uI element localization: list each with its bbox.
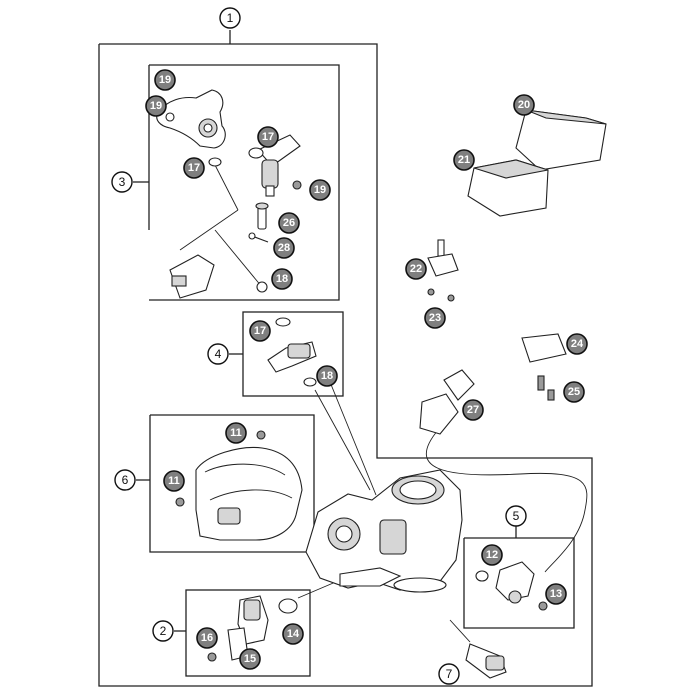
callout-19c: 19 — [309, 179, 331, 201]
callout-17c: 17 — [249, 320, 271, 342]
callout-1-label: 1 — [227, 11, 234, 25]
callout-27: 27 — [462, 399, 484, 421]
throttle-cover — [175, 430, 303, 541]
callout-5: 5 — [505, 505, 527, 527]
ecu-unit — [515, 109, 607, 171]
callout-4-label: 4 — [215, 347, 222, 361]
temperature-sensor — [419, 369, 475, 435]
intake-air-sensor — [465, 643, 507, 679]
assembly-frame — [98, 30, 593, 687]
pressure-sensor — [427, 239, 459, 302]
fuel-injector-lower — [169, 254, 268, 299]
callout-19a-label: 19 — [159, 74, 171, 86]
group-5-box — [463, 526, 575, 629]
bolt-26 — [255, 202, 269, 230]
callout-11a-label: 11 — [230, 427, 242, 439]
callout-19b-label: 19 — [150, 100, 162, 112]
callout-14: 14 — [282, 623, 304, 645]
callout-16-label: 16 — [201, 632, 213, 644]
group-4-box — [229, 311, 344, 397]
callout-7-label: 7 — [446, 667, 453, 681]
callout-17a-label: 17 — [262, 131, 274, 143]
callout-25: 25 — [563, 381, 585, 403]
callout-11b: 11 — [163, 470, 185, 492]
callout-7: 7 — [438, 663, 460, 685]
pin-28 — [248, 232, 269, 243]
group-3-box — [133, 64, 340, 301]
callout-26: 26 — [278, 212, 300, 234]
callout-26-label: 26 — [283, 217, 295, 229]
throttle-position-sensor — [475, 561, 548, 611]
callout-18b-label: 18 — [321, 370, 333, 382]
callout-23-label: 23 — [429, 312, 441, 324]
callout-16: 16 — [196, 627, 218, 649]
callout-28-label: 28 — [278, 242, 290, 254]
callout-21: 21 — [453, 149, 475, 171]
callout-20: 20 — [513, 94, 535, 116]
fuel-injector-upper — [257, 134, 301, 197]
callout-15-label: 15 — [244, 653, 256, 665]
callout-22-label: 22 — [410, 263, 422, 275]
callout-17c-label: 17 — [254, 325, 266, 337]
callout-6: 6 — [114, 469, 136, 491]
callout-17b-label: 17 — [188, 162, 200, 174]
sensor-cable — [425, 429, 588, 573]
callout-15: 15 — [239, 648, 261, 670]
callout-19a: 19 — [154, 69, 176, 91]
tilt-sensor — [521, 333, 567, 401]
callout-2: 2 — [152, 620, 174, 642]
o-ring-upper — [208, 147, 264, 167]
callout-18a-label: 18 — [276, 273, 288, 285]
callout-11b-label: 11 — [168, 475, 180, 487]
callout-19c-label: 19 — [314, 184, 326, 196]
callout-14-label: 14 — [287, 628, 300, 640]
callout-17a: 17 — [257, 126, 279, 148]
callout-1: 1 — [219, 7, 241, 29]
callout-3-label: 3 — [119, 175, 126, 189]
callout-28: 28 — [273, 237, 295, 259]
throttle-body — [305, 469, 463, 593]
group-2-box — [174, 589, 311, 677]
callout-6-label: 6 — [122, 473, 129, 487]
throttle-lever — [156, 89, 226, 149]
callout-24: 24 — [566, 333, 588, 355]
callout-17b: 17 — [183, 157, 205, 179]
fuel-injector-4 — [267, 317, 317, 387]
ecu-connector — [467, 159, 549, 217]
callout-5-label: 5 — [513, 509, 520, 523]
callout-13: 13 — [545, 583, 567, 605]
callout-3: 3 — [111, 171, 133, 193]
callout-4: 4 — [207, 343, 229, 365]
callout-27-label: 27 — [467, 404, 479, 416]
callout-22: 22 — [405, 258, 427, 280]
callout-2-label: 2 — [160, 624, 167, 638]
callout-20-label: 20 — [518, 99, 530, 111]
callout-18b: 18 — [316, 365, 338, 387]
callout-21-label: 21 — [458, 154, 470, 166]
callout-12: 12 — [481, 544, 503, 566]
callout-24-label: 24 — [571, 338, 584, 350]
callout-19b: 19 — [145, 95, 167, 117]
callout-12-label: 12 — [486, 549, 498, 561]
callout-23: 23 — [424, 307, 446, 329]
callout-18a: 18 — [271, 268, 293, 290]
callout-11a: 11 — [225, 422, 247, 444]
callout-13-label: 13 — [550, 588, 562, 600]
callout-25-label: 25 — [568, 386, 580, 398]
